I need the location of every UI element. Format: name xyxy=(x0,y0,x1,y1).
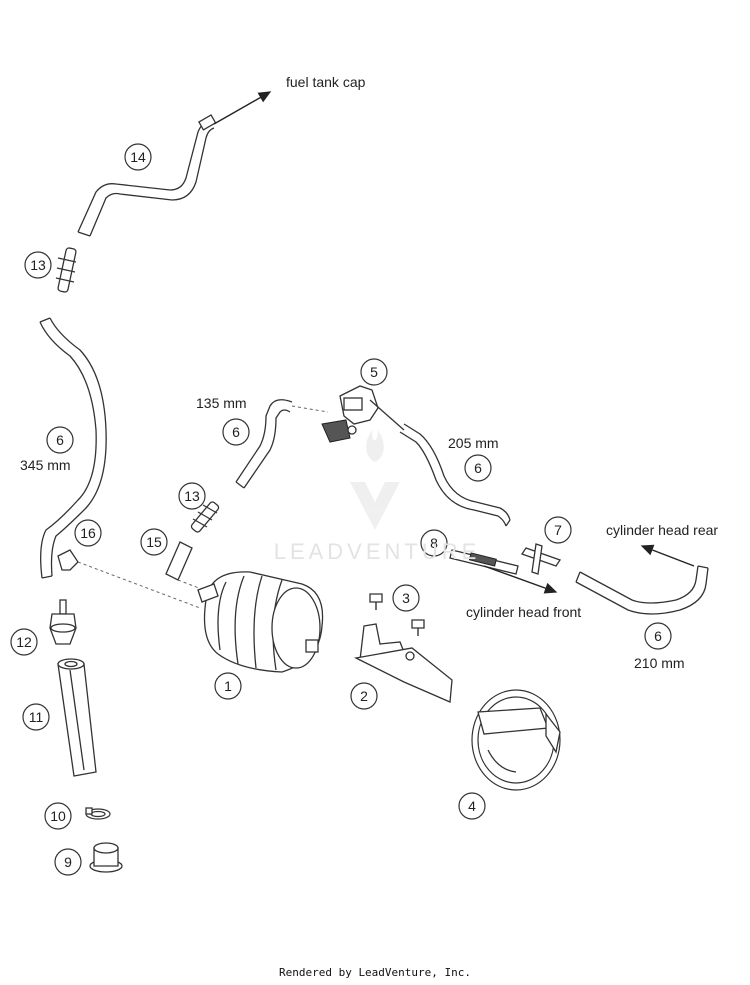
watermark-logo xyxy=(350,430,400,530)
part-5-valve xyxy=(321,385,405,443)
label-345mm: 345 mm xyxy=(20,457,71,473)
callout-3: 3 xyxy=(392,584,420,612)
svg-text:6: 6 xyxy=(232,424,240,440)
callout-14: 14 xyxy=(124,143,152,171)
dashline-16 xyxy=(77,561,201,609)
callout-8: 8 xyxy=(420,529,448,557)
callout-6-205: 6 xyxy=(464,454,492,482)
part-6-hose-345 xyxy=(39,317,107,579)
label-fuel-tank-cap: fuel tank cap xyxy=(286,74,366,90)
dashline-15 xyxy=(177,579,205,591)
svg-text:14: 14 xyxy=(130,149,146,165)
footer-credit: Rendered by LeadVenture, Inc. xyxy=(278,966,472,979)
arrow-cylinder-head-rear xyxy=(640,544,695,567)
part-13-connector-upper xyxy=(55,247,77,293)
part-11-tube xyxy=(57,658,97,777)
svg-text:9: 9 xyxy=(64,854,72,870)
callout-7: 7 xyxy=(544,516,572,544)
watermark-text: LEADVENTURE xyxy=(273,539,481,564)
part-15-hose xyxy=(165,541,193,581)
label-135mm: 135 mm xyxy=(196,395,247,411)
callout-16: 16 xyxy=(74,519,102,547)
part-12-fitting xyxy=(49,599,77,645)
callout-6-135: 6 xyxy=(222,418,250,446)
part-2-bracket xyxy=(353,623,453,703)
part-3-bolts xyxy=(369,593,425,636)
svg-text:13: 13 xyxy=(184,488,200,504)
part-8-tube xyxy=(449,549,519,575)
callout-1: 1 xyxy=(214,672,242,700)
svg-text:5: 5 xyxy=(370,364,378,380)
part-9-cap xyxy=(89,842,123,873)
callout-4: 4 xyxy=(458,792,486,820)
callout-13-lower: 13 xyxy=(178,482,206,510)
arrow-fuel-tank-cap xyxy=(213,91,272,125)
part-7-tfitting xyxy=(520,543,562,575)
svg-text:6: 6 xyxy=(654,628,662,644)
part-6-hose-205 xyxy=(399,423,511,527)
svg-text:12: 12 xyxy=(16,634,32,650)
label-205mm: 205 mm xyxy=(448,435,499,451)
svg-text:13: 13 xyxy=(30,257,46,273)
callout-6-210: 6 xyxy=(644,622,672,650)
svg-text:1: 1 xyxy=(224,678,232,694)
svg-text:11: 11 xyxy=(29,709,44,725)
dashline-135 xyxy=(291,405,329,413)
svg-text:16: 16 xyxy=(80,525,96,541)
svg-text:6: 6 xyxy=(56,432,64,448)
arrow-cylinder-head-front xyxy=(483,565,558,594)
callout-5: 5 xyxy=(360,358,388,386)
callout-10: 10 xyxy=(44,802,72,830)
svg-text:7: 7 xyxy=(554,522,562,538)
svg-text:10: 10 xyxy=(50,808,66,824)
svg-text:2: 2 xyxy=(360,688,368,704)
label-cylinder-head-rear: cylinder head rear xyxy=(606,522,718,538)
part-14-hose xyxy=(77,114,217,237)
part-1-canister xyxy=(197,571,324,673)
callout-2: 2 xyxy=(350,682,378,710)
callout-6-left: 6 xyxy=(46,426,74,454)
callout-12: 12 xyxy=(10,628,38,656)
callout-13-upper: 13 xyxy=(24,251,52,279)
label-210mm: 210 mm xyxy=(634,655,685,671)
part-16-elbow xyxy=(57,549,79,571)
part-10-clamp xyxy=(85,807,111,820)
callout-9: 9 xyxy=(54,848,82,876)
callout-11: 11 xyxy=(22,703,50,731)
callout-15: 15 xyxy=(140,528,168,556)
svg-text:8: 8 xyxy=(430,535,438,551)
part-6-hose-210 xyxy=(575,565,709,615)
part-6-hose-135 xyxy=(235,399,293,489)
part-13-connector-lower xyxy=(190,501,220,533)
part-4-band-clamp xyxy=(471,689,561,791)
svg-text:4: 4 xyxy=(468,798,476,814)
svg-text:6: 6 xyxy=(474,460,482,476)
svg-text:3: 3 xyxy=(402,590,410,606)
label-cylinder-head-front: cylinder head front xyxy=(466,604,581,620)
svg-text:15: 15 xyxy=(146,534,162,550)
